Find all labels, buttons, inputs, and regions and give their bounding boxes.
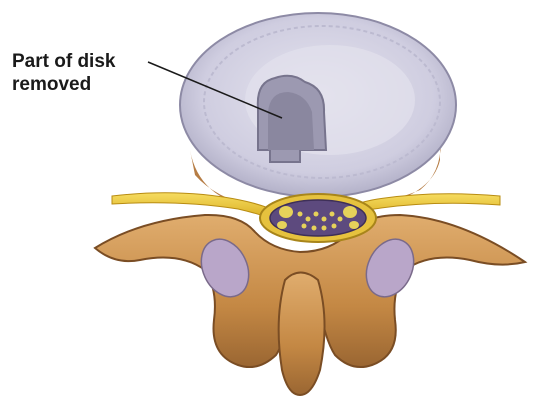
spinal-cord [270, 200, 366, 236]
label-line-2: removed [12, 73, 115, 96]
removed-disk-label: Part of disk removed [12, 50, 115, 96]
label-line-1: Part of disk [12, 50, 115, 73]
spinous-process [279, 273, 325, 396]
